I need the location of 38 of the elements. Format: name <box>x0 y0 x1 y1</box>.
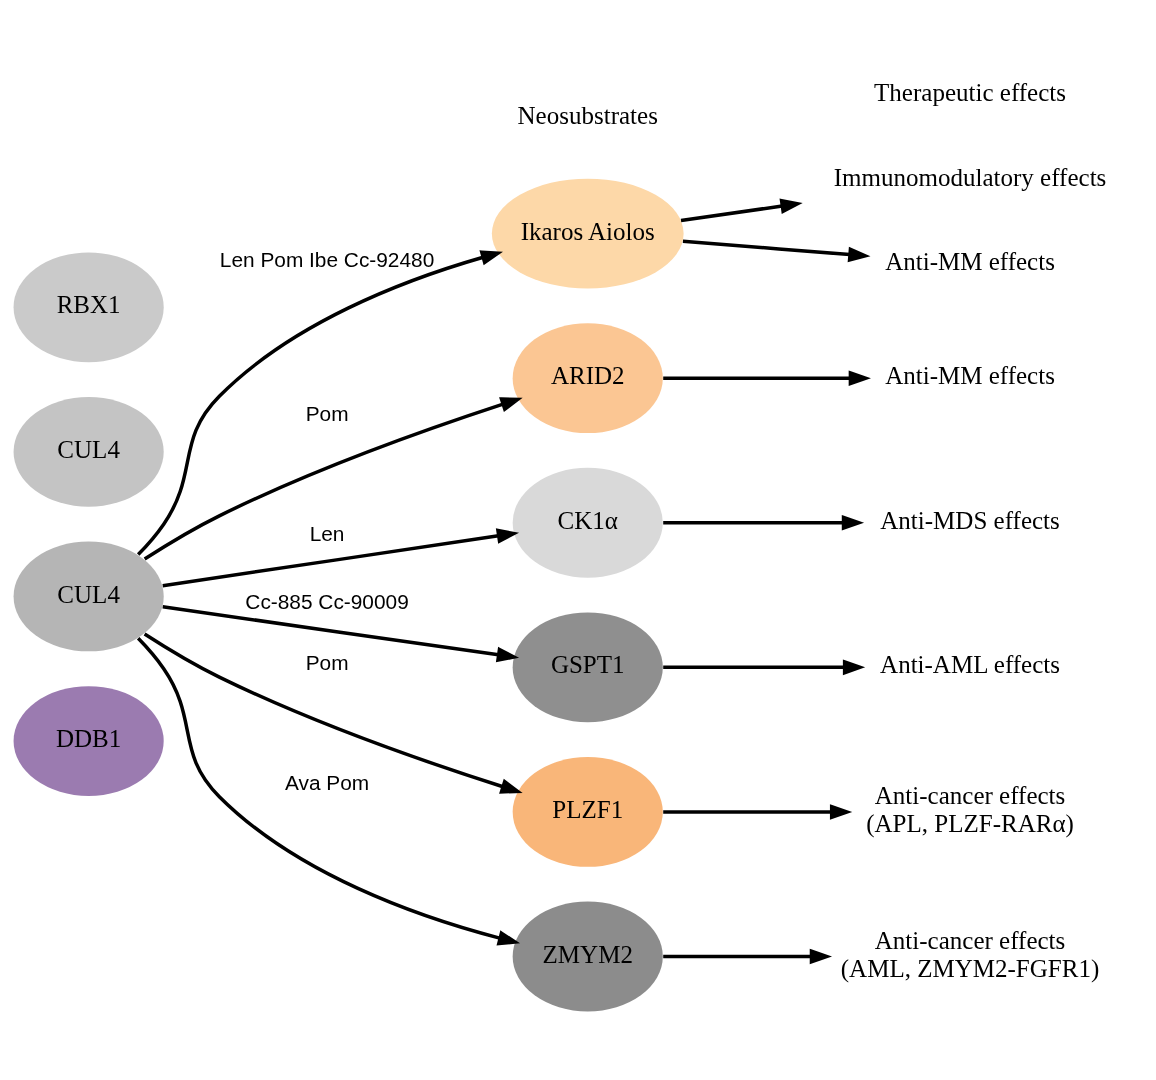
node-ellipse: CUL4 <box>13 396 164 507</box>
arrow <box>136 249 503 556</box>
node-text: Anti-MDS effects <box>880 506 1060 534</box>
node-ellipse: Ikaros Aiolos <box>491 178 684 288</box>
arrow <box>663 514 865 531</box>
node-ellipse: ZMYM2 <box>512 901 663 1011</box>
arrow <box>143 396 523 560</box>
arrow <box>136 636 521 945</box>
arrow <box>162 604 520 662</box>
node-ellipse: DDB1 <box>13 685 164 796</box>
edge-label: Len Pom Ibe Cc-92480 <box>219 247 435 271</box>
arrow <box>680 198 803 222</box>
arrow <box>663 948 832 964</box>
node-ellipse: ARID2 <box>512 322 663 433</box>
node-text: Anti-cancer effects (AML, ZMYM2-FGFR1) <box>840 926 1100 982</box>
arrow <box>162 527 520 587</box>
node-ellipse: RBX1 <box>13 251 164 362</box>
label: Neosubstrates <box>517 101 658 129</box>
edge-label: Ava Pom <box>284 770 370 794</box>
arrow <box>682 238 871 262</box>
arrow <box>663 659 866 675</box>
edge-label: Pom <box>305 401 349 425</box>
node-text: Anti-MM effects <box>885 361 1055 389</box>
node-text: Anti-cancer effects (APL, PLZF-RARα) <box>866 781 1074 837</box>
label: Therapeutic effects <box>874 78 1066 106</box>
arrow <box>663 369 871 386</box>
arrow <box>663 803 853 820</box>
node-ellipse: GSPT1 <box>512 611 663 722</box>
node-ellipse: CUL4 <box>13 541 164 651</box>
node-ellipse: PLZF1 <box>512 756 663 867</box>
node-text: Immunomodulatory effects <box>833 163 1107 191</box>
arrow <box>143 632 523 794</box>
edge-label: Len <box>309 521 345 545</box>
node-text: Anti-MM effects <box>885 247 1055 275</box>
edge-label: Pom <box>305 650 349 674</box>
node-text: Anti-AML effects <box>880 650 1060 678</box>
edge-label: Cc-885 Cc-90009 <box>245 589 409 613</box>
node-ellipse: CK1α <box>512 467 663 578</box>
